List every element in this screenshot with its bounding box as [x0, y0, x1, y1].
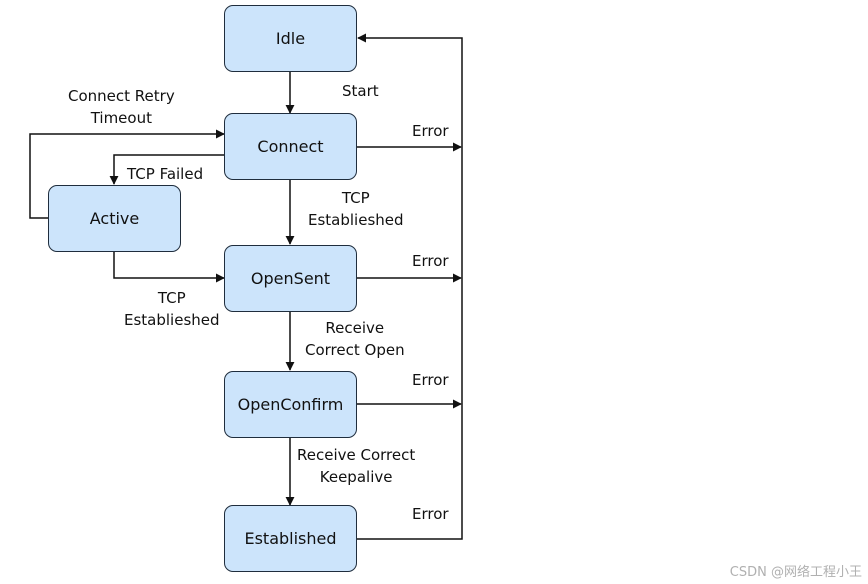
label-connect-retry-line2: Timeout: [90, 109, 152, 127]
label-tcp-established-active-line2: Establieshed: [124, 311, 220, 329]
state-opensent: OpenSent: [224, 245, 357, 312]
label-tcp-established-active: TCP Establieshed: [124, 287, 220, 331]
arrow-connect-to-active: [109, 154, 225, 185]
arrow-active-to-connect: [29, 129, 225, 219]
state-connect: Connect: [224, 113, 357, 180]
label-receive-correct-open-line2: Correct Open: [305, 341, 405, 359]
label-error-established: Error: [412, 505, 449, 523]
label-receive-keepalive-line1: Receive Correct: [297, 446, 416, 464]
state-active: Active: [48, 185, 181, 252]
arrow-error-bus: [356, 33, 463, 540]
label-error-opensent: Error: [412, 252, 449, 270]
state-established: Established: [224, 505, 357, 572]
state-idle: Idle: [224, 5, 357, 72]
label-tcp-established-connect-line2: Establieshed: [308, 211, 404, 229]
label-receive-correct-open-line1: Receive: [325, 319, 385, 337]
label-tcp-established-connect: TCP Establieshed: [308, 187, 404, 231]
watermark: CSDN @网络工程小王: [729, 565, 862, 580]
label-connect-retry-timeout: Connect Retry Timeout: [68, 85, 175, 129]
label-receive-correct-open: Receive Correct Open: [305, 317, 405, 361]
label-error-connect: Error: [412, 122, 449, 140]
label-tcp-failed: TCP Failed: [127, 165, 204, 183]
state-openconfirm: OpenConfirm: [224, 371, 357, 438]
arrow-active-to-opensent: [113, 252, 225, 283]
label-tcp-established-active-line1: TCP: [157, 289, 186, 307]
label-connect-retry-line1: Connect Retry: [68, 87, 175, 105]
label-tcp-established-connect-line1: TCP: [341, 189, 370, 207]
label-start: Start: [342, 82, 379, 100]
label-receive-keepalive-line2: Keepalive: [319, 468, 393, 486]
label-error-openconfirm: Error: [412, 371, 449, 389]
label-receive-correct-keepalive: Receive Correct Keepalive: [297, 444, 415, 488]
